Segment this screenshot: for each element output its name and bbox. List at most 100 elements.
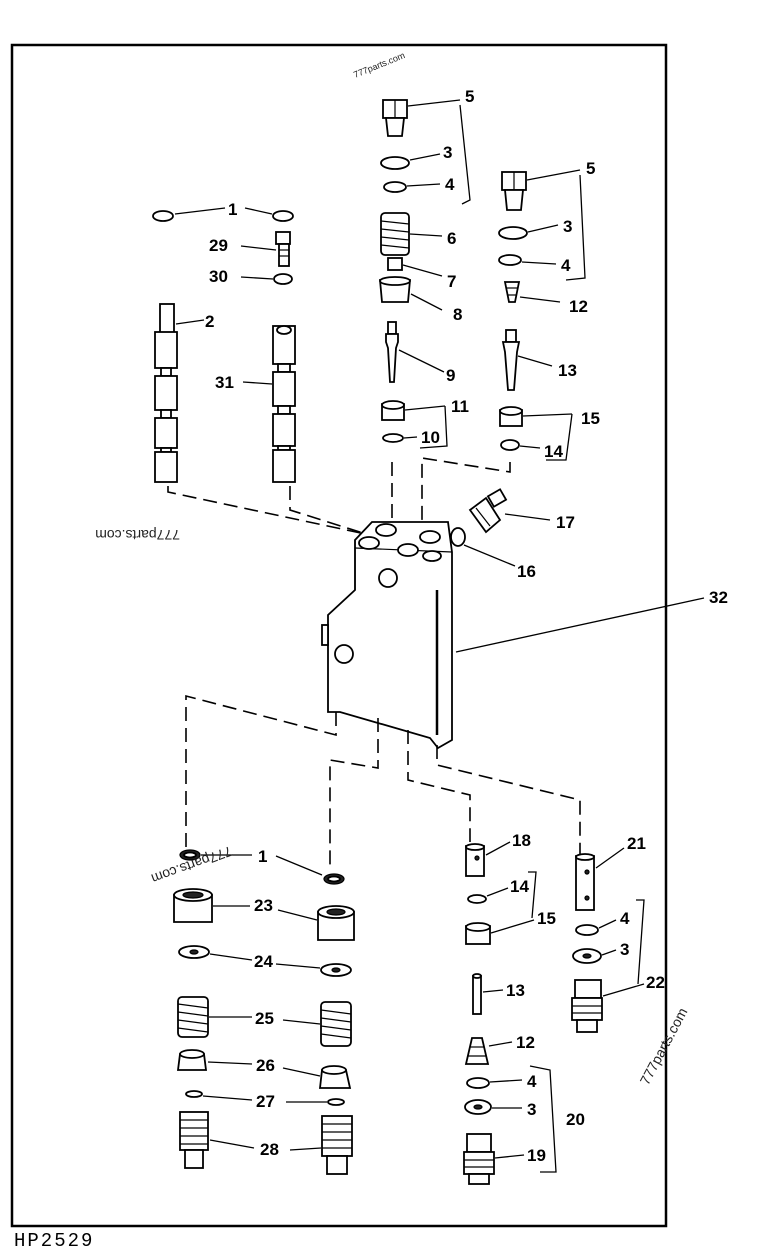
- part-14-oring-right: [500, 439, 541, 451]
- callout-31: 31: [215, 373, 234, 392]
- callout-23: 23: [254, 896, 273, 915]
- part-1-orings-top: [152, 207, 294, 222]
- callout-24: 24: [254, 952, 273, 971]
- part-13-poppet-bottom: [472, 973, 504, 1015]
- callout-labels: 5 3 4 5 1 3 6 29 4 30 7 12 8 2 13 9 31 1…: [205, 87, 728, 1165]
- callout-3: 3: [443, 143, 452, 162]
- assembly-line-left-1: [185, 694, 337, 848]
- part-30-oring: [240, 273, 293, 285]
- callout-13-bottom: 13: [506, 981, 525, 1000]
- watermark-middle: 777parts.com: [95, 527, 180, 543]
- callout-1-bottom: 1: [258, 847, 267, 866]
- callout-5: 5: [465, 87, 474, 106]
- part-25-springs: [177, 996, 352, 1047]
- assembly-line-left-2: [329, 718, 379, 870]
- callout-19: 19: [527, 1146, 546, 1165]
- part-4-oring-bottom: [466, 1077, 523, 1089]
- callout-12-bottom: 12: [516, 1033, 535, 1052]
- callout-4: 4: [445, 175, 455, 194]
- callout-32: 32: [709, 588, 728, 607]
- diagram-frame: [10, 43, 668, 1228]
- part-28-plugs: [179, 1111, 353, 1175]
- callout-21: 21: [627, 834, 646, 853]
- part-3-washer-center: [380, 153, 441, 170]
- part-12-cone-bottom: [464, 1037, 513, 1065]
- callout-13-top: 13: [558, 361, 577, 380]
- callout-15-top: 15: [581, 409, 600, 428]
- part-29-pin: [240, 231, 291, 267]
- watermark-lower-right: 777parts.com: [637, 1005, 691, 1087]
- bracket-20: [529, 1065, 557, 1173]
- bracket-14-15-bottom: [528, 871, 537, 919]
- callout-16: 16: [517, 562, 536, 581]
- part-31-spool: [242, 325, 296, 483]
- bracket-4-3-22: [636, 899, 645, 985]
- callout-6: 6: [447, 229, 456, 248]
- part-3-washer-bottom: [464, 1099, 522, 1115]
- part-10-oring: [382, 433, 418, 443]
- callout-18: 18: [512, 831, 531, 850]
- part-9-poppet: [385, 321, 445, 383]
- assembly-line-31: [289, 486, 386, 541]
- callout-12-top: 12: [569, 297, 588, 316]
- callout-28: 28: [260, 1140, 279, 1159]
- callout-2: 2: [205, 312, 214, 331]
- part-19-plug: [463, 1133, 525, 1185]
- callout-3-bottom: 3: [527, 1100, 536, 1119]
- figure-reference: HP2529: [14, 1230, 94, 1252]
- callout-22: 22: [646, 973, 665, 992]
- callout-27: 27: [256, 1092, 275, 1111]
- callout-4-bottom: 4: [527, 1072, 537, 1091]
- part-32-valve-body: [321, 521, 705, 750]
- part-6-spring-center: [380, 212, 443, 256]
- part-15-seat-right: [499, 406, 573, 427]
- part-5-plug-right: [501, 169, 581, 211]
- assembly-line-right-1: [407, 730, 471, 842]
- part-16-oring: [450, 527, 516, 567]
- callout-25: 25: [255, 1009, 274, 1028]
- part-27-orings: [185, 1090, 345, 1106]
- part-11-seat: [381, 400, 446, 421]
- watermark-top: 777parts.com: [352, 50, 406, 80]
- callout-10: 10: [421, 428, 440, 447]
- part-12-cone-right: [503, 281, 561, 303]
- part-21-sleeve: [575, 847, 625, 911]
- callout-15-bottom: 15: [537, 909, 556, 928]
- bracket-5-3-4-center: [459, 104, 471, 205]
- callout-14-bottom: 14: [510, 877, 529, 896]
- part-15-seat-bottom: [465, 919, 535, 945]
- callout-26: 26: [256, 1056, 275, 1075]
- callout-3-right: 3: [563, 217, 572, 236]
- part-5-plug-center: [382, 99, 461, 137]
- callout-14-top: 14: [544, 442, 563, 461]
- part-14-oring-bottom: [467, 887, 509, 904]
- part-3-washer-bottom-right: [572, 948, 617, 964]
- part-4-oring-bottom-right: [575, 919, 617, 936]
- bracket-5-3-4-right: [565, 174, 586, 281]
- callout-5-right: 5: [586, 159, 595, 178]
- part-3-washer-right: [498, 224, 559, 240]
- part-23-caps: [173, 888, 355, 941]
- assembly-line-right-2: [436, 745, 581, 854]
- part-24-washers: [178, 945, 352, 977]
- callout-4-bottom-right: 4: [620, 909, 630, 928]
- callout-17: 17: [556, 513, 575, 532]
- assembly-line-2: [167, 486, 371, 536]
- callout-4-right: 4: [561, 256, 571, 275]
- part-8-cup: [379, 276, 443, 311]
- callout-29: 29: [209, 236, 228, 255]
- callout-9: 9: [446, 366, 455, 385]
- callout-3-bottom-right: 3: [620, 940, 629, 959]
- bracket-15-14: [546, 413, 573, 461]
- part-4-oring-right: [498, 254, 557, 266]
- assembly-line-14: [421, 457, 511, 528]
- part-22-plug: [571, 979, 645, 1033]
- callout-7: 7: [447, 272, 456, 291]
- part-1-orings-bottom: [179, 849, 345, 885]
- part-4-oring-center: [383, 181, 441, 193]
- callout-1-top: 1: [228, 200, 237, 219]
- part-18-sleeve: [465, 841, 511, 877]
- part-2-spool: [154, 303, 205, 483]
- callout-30: 30: [209, 267, 228, 286]
